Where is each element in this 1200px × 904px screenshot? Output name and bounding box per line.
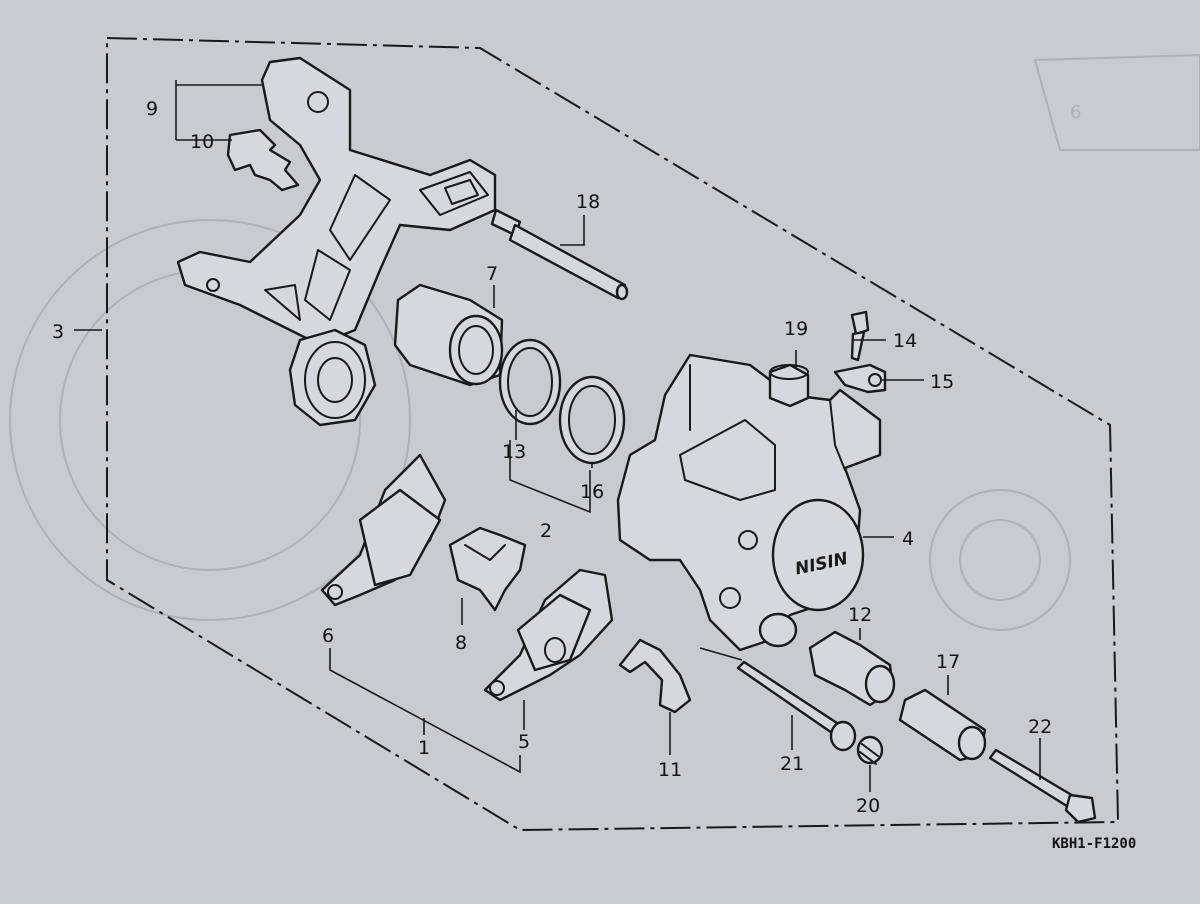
- callout-3: 3: [52, 321, 64, 343]
- callout-22: 22: [1028, 716, 1052, 738]
- pad-spring-part-8[interactable]: [448, 526, 527, 612]
- bleeder-screw-part-14[interactable]: [850, 310, 870, 362]
- callout-9: 9: [146, 98, 158, 120]
- brake-pad-part-5[interactable]: [483, 568, 614, 702]
- callout-11: 11: [658, 759, 682, 781]
- callout-18: 18: [576, 191, 600, 213]
- callout-labels: 9 10 3 18 7 19 14 15 13 16 2 4 12 17 6 8…: [52, 98, 1052, 817]
- piston-part-7[interactable]: [393, 283, 504, 387]
- pin-boot-part-12[interactable]: [808, 630, 896, 707]
- flange-bolt-part-22[interactable]: [988, 748, 1097, 824]
- callout-15: 15: [930, 371, 954, 393]
- caliper-body-part-4[interactable]: NISIN: [616, 353, 882, 652]
- pad-pin-part-21[interactable]: [736, 660, 857, 752]
- callout-16: 16: [580, 481, 604, 503]
- drawing-code: KBH1-F1200: [1052, 836, 1136, 852]
- callout-8: 8: [455, 632, 467, 654]
- callout-17: 17: [936, 651, 960, 673]
- callout-12: 12: [848, 604, 872, 626]
- piston-seal-part-13[interactable]: [498, 338, 562, 426]
- callout-19: 19: [784, 318, 808, 340]
- callout-21: 21: [780, 753, 804, 775]
- pad-clip-part-11[interactable]: [618, 638, 692, 714]
- callout-5: 5: [518, 731, 530, 753]
- dust-seal-part-16[interactable]: [558, 375, 626, 465]
- callout-13: 13: [502, 441, 526, 463]
- assembly-boundary-frame: [106, 36, 1120, 832]
- callout-4: 4: [902, 528, 914, 550]
- sleeve-part-17[interactable]: [898, 688, 987, 762]
- bracket-clip-part-15[interactable]: [833, 363, 887, 394]
- slide-pin-part-18[interactable]: [490, 208, 629, 301]
- leader-lines: [74, 80, 1041, 792]
- brake-pad-part-6[interactable]: [320, 453, 447, 607]
- callout-2: 2: [540, 520, 552, 542]
- callout-10: 10: [190, 131, 214, 153]
- plug-part-20[interactable]: [856, 735, 884, 765]
- callout-7: 7: [486, 263, 498, 285]
- caliper-bracket-part-3[interactable]: [176, 56, 497, 427]
- background-bleedthrough: 6: [9, 53, 1200, 631]
- callout-14: 14: [893, 330, 917, 352]
- background-page-label: 6: [1070, 102, 1081, 123]
- pad-retainer-part-10[interactable]: [226, 128, 300, 192]
- callout-1: 1: [418, 737, 430, 759]
- callout-6: 6: [322, 625, 334, 647]
- callout-20: 20: [856, 795, 880, 817]
- bleeder-cap-part-19[interactable]: [768, 363, 810, 408]
